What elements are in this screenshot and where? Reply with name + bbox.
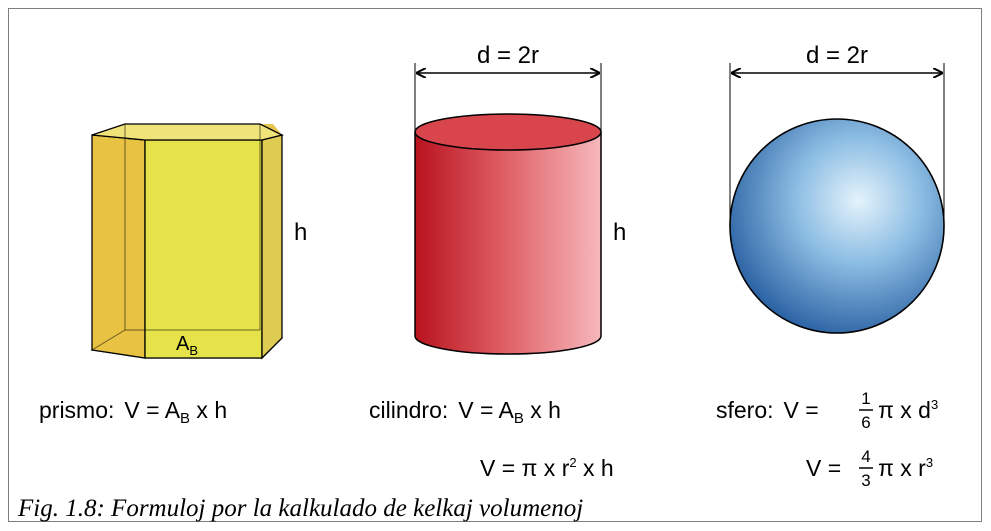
prism-front-face (144, 139, 263, 359)
sphere-formula-2: V = 4 3 π x r3 (806, 447, 933, 490)
prism-base-label: AB (176, 333, 198, 358)
figure-caption: Fig. 1.8: Formuloj por la kalkulado de k… (18, 496, 588, 521)
sphere-formula-1: sfero:V = 1 6 π x d3 (716, 389, 938, 432)
svg-text:sfero:V =: sfero:V = (716, 397, 819, 423)
cylinder-formula-1: cilindro:V = AB x h (369, 397, 561, 427)
svg-text:π x r3: π x r3 (878, 455, 933, 481)
cylinder-shape (414, 113, 602, 355)
sphere-diameter-label: d = 2r (806, 42, 868, 69)
sphere-fraction-2-denominator: 3 (861, 471, 870, 490)
prism-top-face (91, 123, 284, 141)
sphere-shape (729, 118, 945, 334)
sphere-fraction-1-denominator: 6 (861, 413, 870, 432)
svg-text:V =: V = (806, 455, 841, 481)
prism-left-face (91, 134, 146, 359)
prism-formula: prismo:V = AB x h (39, 397, 227, 427)
sphere-fraction-1-numerator: 1 (861, 389, 870, 408)
cylinder-formula-2: V = π x r2 x h (480, 455, 614, 481)
svg-text:π x d3: π x d3 (878, 397, 938, 423)
prism-right-face (261, 134, 283, 360)
sphere-fraction-2-numerator: 4 (861, 447, 870, 466)
prism-shape (90, 123, 284, 360)
cylinder-diameter-label: d = 2r (477, 42, 539, 69)
cylinder-height-label: h (613, 219, 626, 246)
prism-height-label: h (294, 219, 307, 246)
